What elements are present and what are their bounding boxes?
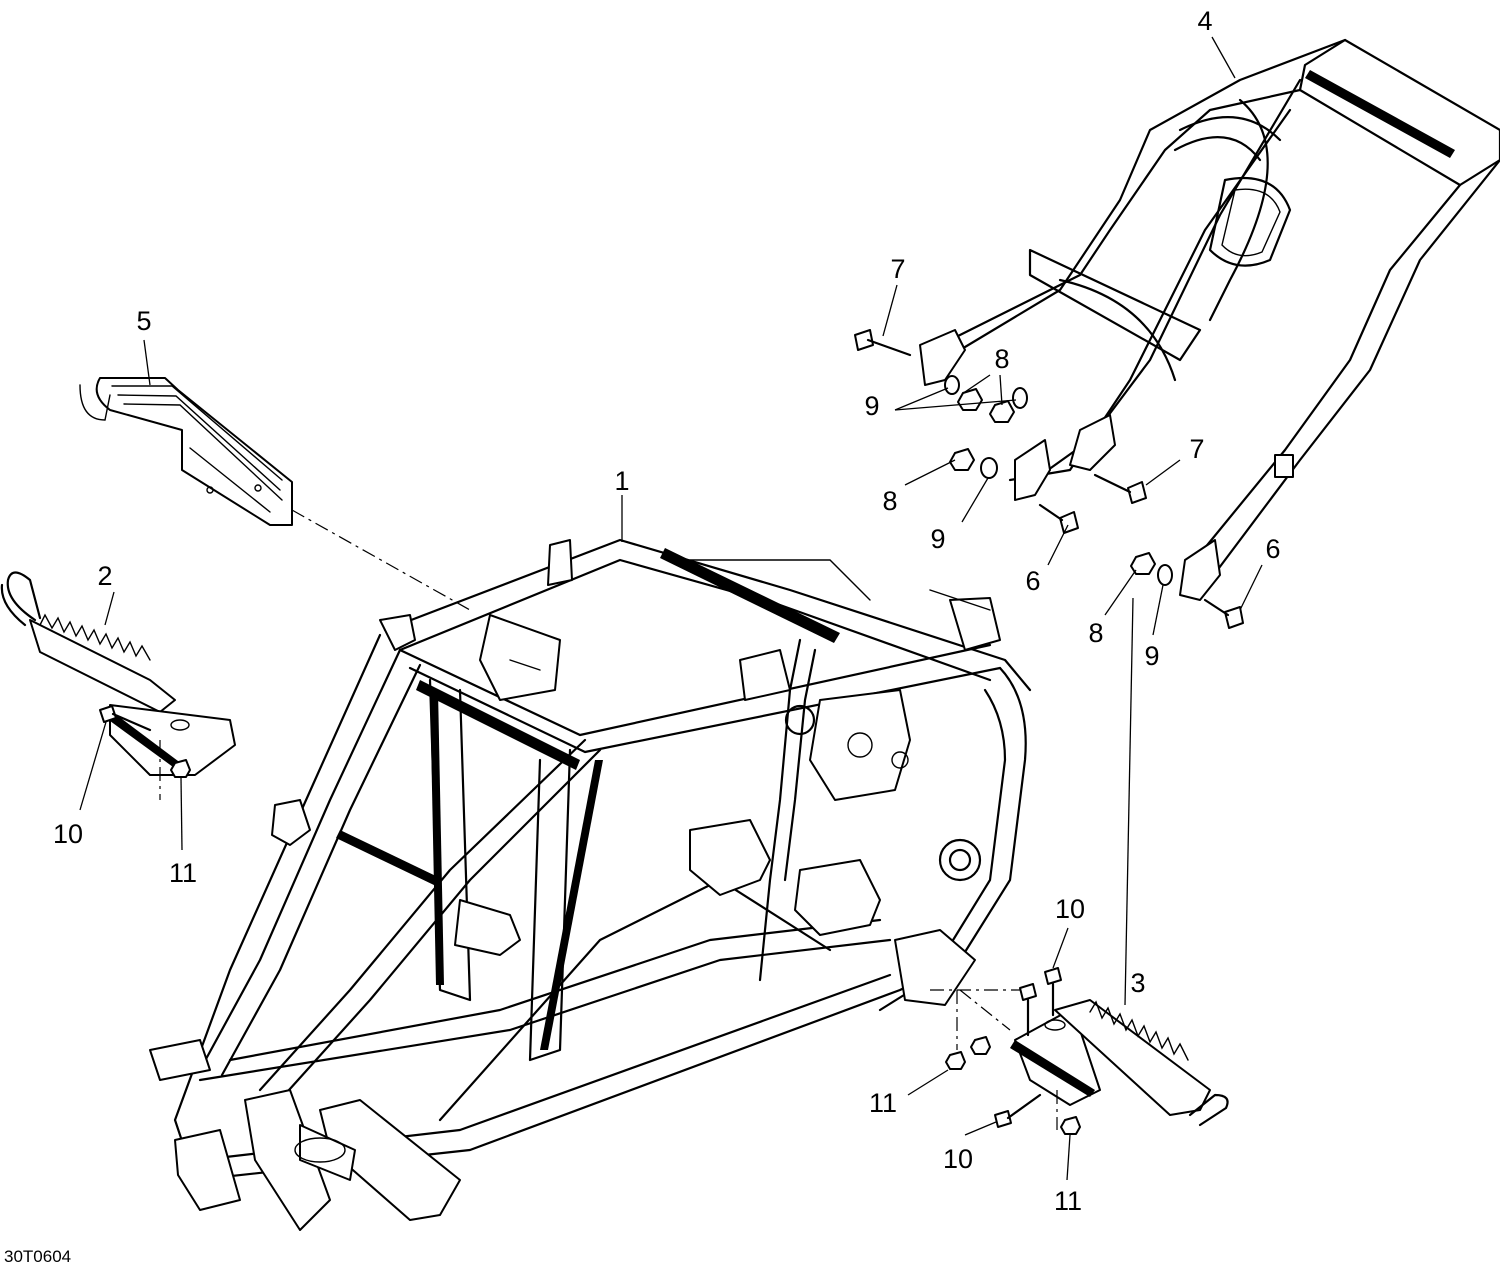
leader-lines [79, 36, 1263, 1181]
drawing-code: 30T0604 [4, 1247, 71, 1266]
callout-3: 3 [1130, 968, 1145, 998]
callout-6: 6 [1265, 534, 1280, 564]
callout-8: 8 [1088, 618, 1103, 648]
callout-1: 1 [614, 466, 629, 496]
callout-10: 10 [943, 1144, 973, 1174]
callout-8: 8 [994, 344, 1009, 374]
callout-2: 2 [97, 561, 112, 591]
callout-11: 11 [1054, 1186, 1082, 1216]
callout-11: 11 [869, 1088, 897, 1118]
callout-9: 9 [1144, 641, 1159, 671]
callout-10: 10 [53, 819, 83, 849]
callout-7: 7 [1189, 434, 1204, 464]
callout-9: 9 [864, 391, 879, 421]
callout-11: 11 [169, 858, 197, 888]
right-footpeg-part-3 [1010, 999, 1229, 1127]
main-frame-part-1 [149, 538, 1032, 1231]
callout-6: 6 [1025, 566, 1040, 596]
callout-labels: 1 2 3 4 5 6 6 7 7 8 8 8 9 9 9 10 10 10 1… [53, 6, 1281, 1216]
callout-10: 10 [1055, 894, 1085, 924]
callout-9: 9 [930, 524, 945, 554]
callout-7: 7 [890, 254, 905, 284]
heat-shield-part-5 [79, 377, 293, 526]
callout-4: 4 [1197, 6, 1212, 36]
callout-5: 5 [136, 306, 151, 336]
callout-8: 8 [882, 486, 897, 516]
fasteners [99, 329, 1244, 1135]
left-footpeg-part-2 [0, 571, 236, 776]
rear-subframe-part-4 [919, 38, 1500, 601]
